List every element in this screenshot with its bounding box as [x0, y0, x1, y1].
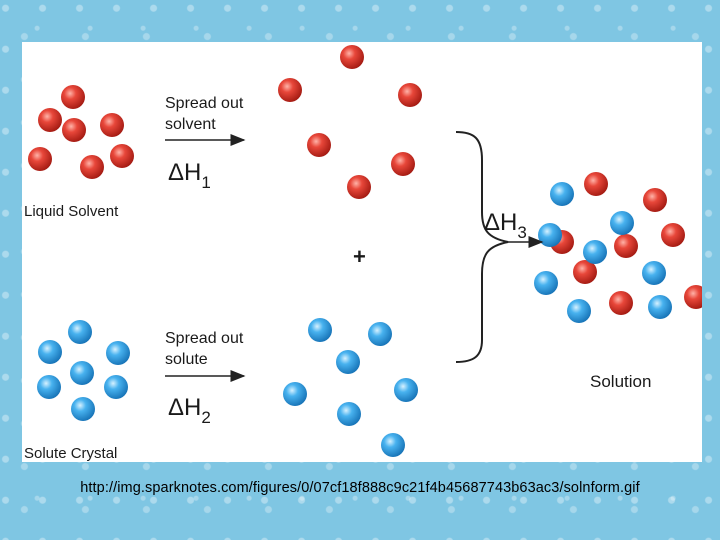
solution-particle-solute	[534, 271, 558, 295]
step2-text-line1: Spread out	[165, 330, 244, 347]
solution-particle-solute	[610, 211, 634, 235]
solvent-particle-spread	[340, 45, 364, 69]
solute-particle-spread	[283, 382, 307, 406]
solvent-particle-spread	[307, 133, 331, 157]
solvent-label: Liquid Solvent	[24, 203, 119, 220]
step3-delta-h: ΔH3	[484, 209, 527, 242]
step1-text-line2: solvent	[165, 116, 216, 133]
solution-particle-solvent	[661, 223, 685, 247]
solute-particle-spread	[308, 318, 332, 342]
solvent-particle	[61, 85, 85, 109]
solute-particle-spread	[381, 433, 405, 457]
solute-particle-spread	[337, 402, 361, 426]
solution-particle-solute	[648, 295, 672, 319]
solution-particle-solvent	[684, 285, 702, 309]
solution-particle-solute	[642, 261, 666, 285]
combine-brace	[455, 131, 509, 363]
solution-particle-solvent	[584, 172, 608, 196]
solute-particle	[106, 341, 130, 365]
solution-particle-solute	[583, 240, 607, 264]
solute-particle-spread	[394, 378, 418, 402]
solute-particle	[104, 375, 128, 399]
solution-particle-solute	[538, 223, 562, 247]
solvent-particle-spread	[398, 83, 422, 107]
solution-particle-solute	[567, 299, 591, 323]
solute-particle	[70, 361, 94, 385]
solute-particle	[71, 397, 95, 421]
solute-particle-spread	[368, 322, 392, 346]
solvent-particle	[62, 118, 86, 142]
step1-text-line1: Spread out	[165, 95, 244, 112]
solute-label: Solute Crystal	[24, 445, 117, 462]
solute-particle	[37, 375, 61, 399]
diagram-panel: Spread out solvent ΔH1 Spread out solute…	[22, 42, 702, 462]
solvent-particle-spread	[391, 152, 415, 176]
dissolution-diagram: Spread out solvent ΔH1 Spread out solute…	[24, 45, 702, 462]
solvent-particle	[80, 155, 104, 179]
step2-delta-h: ΔH2	[168, 394, 211, 427]
source-url-caption: http://img.sparknotes.com/figures/0/07cf…	[80, 480, 640, 496]
step1-delta-h: ΔH1	[168, 159, 211, 192]
solvent-particle-spread	[278, 78, 302, 102]
solution-particle-solute	[550, 182, 574, 206]
solution-particle-solvent	[614, 234, 638, 258]
solvent-particle	[110, 144, 134, 168]
solution-particle-solvent	[643, 188, 667, 212]
solute-particle	[68, 320, 92, 344]
solution-particle-solvent	[573, 260, 597, 284]
particles-layer	[28, 45, 702, 457]
solvent-particle	[100, 113, 124, 137]
solution-label: Solution	[590, 372, 651, 391]
solute-particle	[38, 340, 62, 364]
solvent-particle-spread	[347, 175, 371, 199]
solute-particle-spread	[336, 350, 360, 374]
solvent-particle	[28, 147, 52, 171]
solution-particle-solvent	[609, 291, 633, 315]
step2-text-line2: solute	[165, 351, 208, 368]
solvent-particle	[38, 108, 62, 132]
plus-sign: +	[353, 244, 366, 269]
